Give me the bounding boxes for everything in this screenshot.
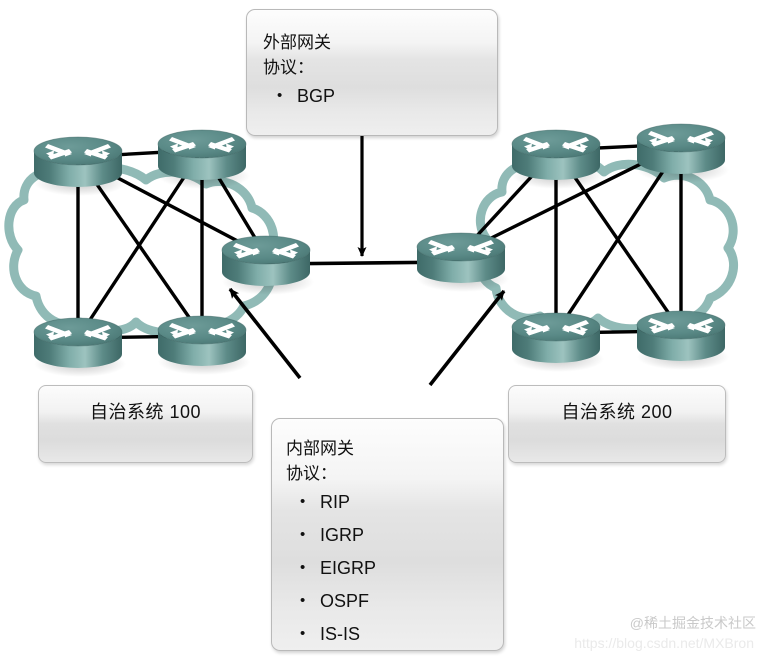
as200-router-top-left	[511, 129, 605, 190]
igp-callout-arrow-left	[228, 287, 302, 380]
egp-callout-box: 外部网关 协议： BGP	[246, 9, 498, 136]
igp-protocol-item: OSPF	[286, 584, 503, 618]
as100-router-bottom-left	[33, 317, 127, 378]
as200-label: 自治系统 200	[561, 402, 673, 422]
igp-protocol-item: IS-IS	[286, 617, 503, 651]
igp-protocol-list: RIP IGRP EIGRP OSPF IS-IS	[286, 485, 503, 651]
as100-label-box: 自治系统 100	[38, 385, 253, 463]
egp-callout-title: 外部网关 协议：	[263, 33, 331, 77]
igp-callout-arrow-right	[428, 289, 506, 387]
as100-router-top-right	[157, 129, 251, 190]
as100-router-bottom-right	[157, 315, 251, 376]
as100-router-top-left	[33, 136, 127, 197]
egp-protocol-list: BGP	[263, 79, 497, 113]
as200-router-bottom-right	[636, 310, 730, 371]
as200-router-top-right	[636, 123, 730, 184]
as100-router-gateway	[221, 235, 315, 296]
igp-protocol-item: RIP	[286, 485, 503, 519]
as200-router-bottom-left	[511, 312, 605, 373]
igp-protocol-item: IGRP	[286, 518, 503, 552]
as200-cloud	[473, 154, 739, 334]
igp-protocol-item: EIGRP	[286, 551, 503, 585]
igp-callout-box: 内部网关 协议： RIP IGRP EIGRP OSPF IS-IS	[271, 418, 504, 651]
as200-label-box: 自治系统 200	[508, 385, 726, 463]
as200-router-gateway	[416, 232, 510, 293]
egp-protocol-item: BGP	[263, 79, 497, 113]
igp-callout-title: 内部网关 协议：	[286, 439, 354, 483]
as100-label: 自治系统 100	[89, 402, 202, 422]
watermark-url: https://blog.csdn.net/MXBron	[574, 635, 754, 651]
watermark-handle: @稀土掘金技术社区	[629, 615, 756, 631]
